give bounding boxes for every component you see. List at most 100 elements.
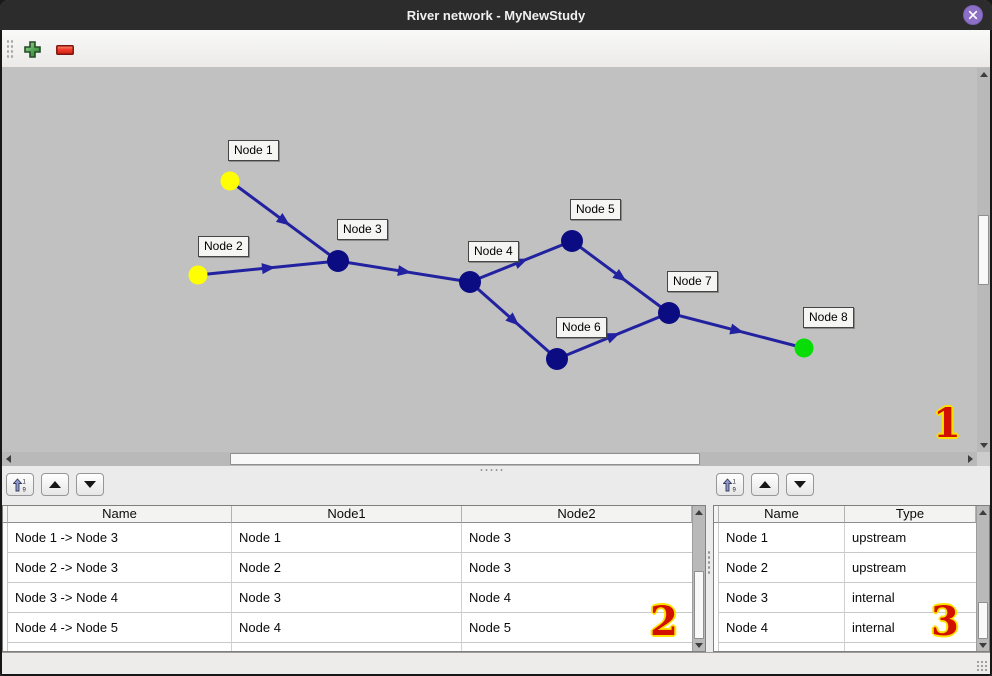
nodes-table-vscrollbar[interactable] [976, 506, 989, 651]
toolbar-drag-handle[interactable] [6, 39, 14, 60]
scroll-down-icon[interactable] [977, 439, 990, 452]
remove-button[interactable] [52, 37, 77, 62]
table-cell[interactable]: Node 5 [462, 613, 692, 643]
table-cell[interactable]: Node 2 [232, 553, 462, 583]
node-label[interactable]: Node 2 [198, 236, 249, 257]
table-cell[interactable]: Node 3 [232, 583, 462, 613]
scroll-down-icon[interactable] [977, 639, 989, 651]
table-cell[interactable]: Node 1 [232, 523, 462, 553]
table-cell[interactable]: Node 3 -> Node 4 [8, 583, 232, 613]
sort-ascending-icon: 1 9 [723, 477, 737, 492]
column-header[interactable]: Name [8, 506, 232, 523]
column-header[interactable]: Name [719, 506, 845, 523]
close-button[interactable] [963, 5, 983, 25]
horizontal-splitter-handle[interactable] [479, 468, 505, 472]
sort-ascending-icon: 1 9 [13, 477, 27, 492]
node-circle[interactable] [658, 302, 680, 324]
node-circle[interactable] [561, 230, 583, 252]
node-circle[interactable] [794, 338, 814, 358]
scroll-up-icon[interactable] [977, 506, 989, 518]
scroll-up-icon[interactable] [977, 68, 990, 81]
svg-text:9: 9 [23, 487, 27, 492]
node-circle[interactable] [220, 171, 240, 191]
table-cell[interactable]: internal [845, 613, 976, 643]
node-label[interactable]: Node 4 [468, 241, 519, 262]
vertical-splitter-handle[interactable] [707, 550, 711, 576]
table-cell[interactable] [719, 643, 845, 651]
up-triangle-icon [759, 481, 771, 488]
table-cell[interactable]: Node 4 [232, 613, 462, 643]
scroll-thumb[interactable] [694, 571, 704, 639]
table-cell[interactable] [8, 643, 232, 651]
table-cell[interactable]: Node 1 [719, 523, 845, 553]
node-label[interactable]: Node 5 [570, 199, 621, 220]
scroll-right-icon[interactable] [964, 452, 977, 466]
svg-text:1: 1 [733, 479, 737, 485]
scroll-left-icon[interactable] [2, 452, 15, 466]
node-circle[interactable] [327, 250, 349, 272]
table-cell[interactable] [232, 643, 462, 651]
title-bar[interactable]: River network - MyNewStudy [0, 0, 992, 30]
move-down-button[interactable] [76, 473, 104, 496]
table-cell[interactable]: internal [845, 583, 976, 613]
move-up-button[interactable] [41, 473, 69, 496]
table-cell[interactable]: upstream [845, 523, 976, 553]
edges-table-vscrollbar[interactable] [692, 506, 705, 651]
sort-button[interactable]: 1 9 [716, 473, 744, 496]
move-up-button[interactable] [751, 473, 779, 496]
node-circle[interactable] [188, 265, 208, 285]
canvas-vscroll-thumb[interactable] [978, 215, 989, 285]
column-header[interactable]: Node1 [232, 506, 462, 523]
sort-button[interactable]: 1 9 [6, 473, 34, 496]
node-label[interactable]: Node 3 [337, 219, 388, 240]
scroll-down-icon[interactable] [693, 639, 705, 651]
table-cell[interactable]: Node 4 [462, 583, 692, 613]
table-cell[interactable]: Node 4 -> Node 5 [8, 613, 232, 643]
svg-text:1: 1 [23, 479, 27, 485]
edge-arrow-icon [729, 323, 744, 335]
scroll-thumb[interactable] [978, 602, 988, 639]
resize-grip[interactable] [976, 660, 987, 671]
table-row [714, 643, 976, 651]
node-label[interactable]: Node 6 [556, 317, 607, 338]
table-cell[interactable]: Node 4 [719, 613, 845, 643]
down-triangle-icon [84, 481, 96, 488]
node-label[interactable]: Node 8 [803, 307, 854, 328]
network-canvas[interactable]: Node 1 Node 2 Node 3 Node 4 Node 5 Node 6 Node… [2, 68, 977, 452]
scroll-up-icon[interactable] [693, 506, 705, 518]
add-button[interactable] [20, 37, 45, 62]
table-cell[interactable]: Node 3 [462, 553, 692, 583]
move-down-button[interactable] [786, 473, 814, 496]
canvas-vscrollbar[interactable] [977, 68, 990, 452]
table-cell[interactable]: Node 2 -> Node 3 [8, 553, 232, 583]
table-cell[interactable]: Node 1 -> Node 3 [8, 523, 232, 553]
column-header[interactable]: Node2 [462, 506, 692, 523]
column-header[interactable]: Type [845, 506, 976, 523]
canvas-hscrollbar[interactable] [2, 452, 977, 466]
node-label[interactable]: Node 1 [228, 140, 279, 161]
node-label[interactable]: Node 7 [667, 271, 718, 292]
node-circle[interactable] [459, 271, 481, 293]
table-cell[interactable]: Node 3 [462, 523, 692, 553]
canvas-hscroll-thumb[interactable] [230, 453, 700, 465]
edge-arrow-icon [261, 263, 276, 275]
edge-arrow-icon [605, 333, 620, 344]
table-cell[interactable]: Node 3 [719, 583, 845, 613]
node-circle[interactable] [546, 348, 568, 370]
table-cell[interactable]: upstream [845, 553, 976, 583]
table-cell[interactable]: Node 2 [719, 553, 845, 583]
row-gutter [3, 613, 8, 643]
annotation-number: 2 [650, 598, 678, 645]
